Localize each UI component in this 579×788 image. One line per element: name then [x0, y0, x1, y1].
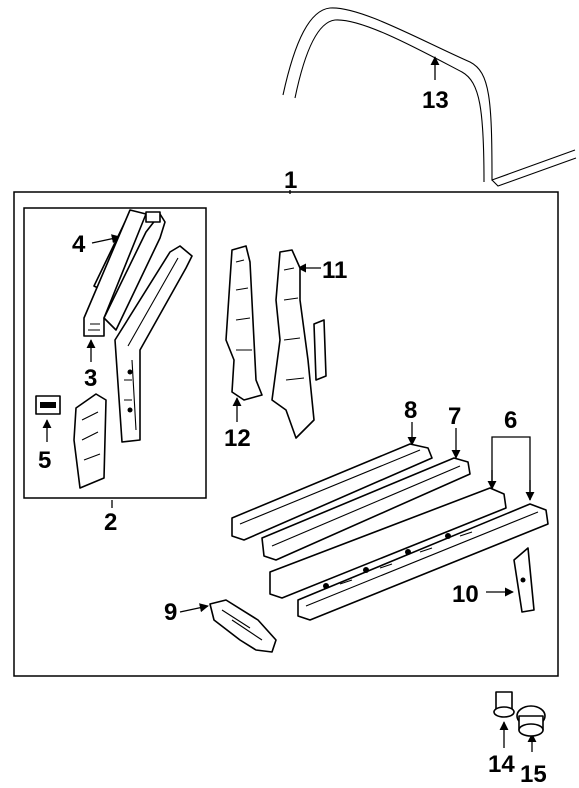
callout-8: 8 — [404, 397, 417, 424]
part-15-cap — [516, 705, 546, 737]
main-assembly-frame — [13, 191, 559, 677]
leader-lines — [42, 56, 537, 752]
callout-15: 15 — [520, 761, 547, 788]
part-14-plug — [493, 691, 515, 718]
callout-3: 3 — [84, 365, 97, 392]
callout-12: 12 — [224, 425, 251, 452]
part-9-lower-panel — [209, 599, 277, 653]
part-3-windshield-pillar — [83, 209, 166, 337]
callout-9: 9 — [164, 599, 177, 626]
callout-4: 4 — [72, 231, 86, 258]
part-5-clip — [35, 395, 61, 415]
part-11-center-pillar-outer — [271, 249, 327, 439]
callout-5: 5 — [38, 447, 51, 474]
callout-10: 10 — [452, 581, 479, 608]
callout-13: 13 — [422, 87, 449, 114]
callout-14: 14 — [488, 751, 515, 778]
part-2-lower-pillar — [73, 393, 107, 489]
part-7-rocker-inner — [261, 457, 471, 561]
callout-2: 2 — [104, 509, 117, 536]
callout-11: 11 — [322, 257, 347, 284]
callout-6: 6 — [504, 407, 517, 434]
callout-7: 7 — [448, 403, 461, 430]
part-10-bracket — [513, 547, 535, 613]
callout-1: 1 — [284, 167, 297, 194]
part-12-center-pillar — [225, 245, 263, 401]
roof-weatherstrip — [282, 7, 577, 187]
part-2-a-pillar — [114, 245, 193, 443]
part-8-rocker-outer — [231, 443, 433, 541]
callouts: 1 2 3 4 5 6 7 8 9 10 11 12 13 14 15 — [38, 87, 547, 788]
part-6-rocker-reinforcement — [269, 487, 549, 621]
pillar-subassembly-frame — [23, 207, 207, 499]
